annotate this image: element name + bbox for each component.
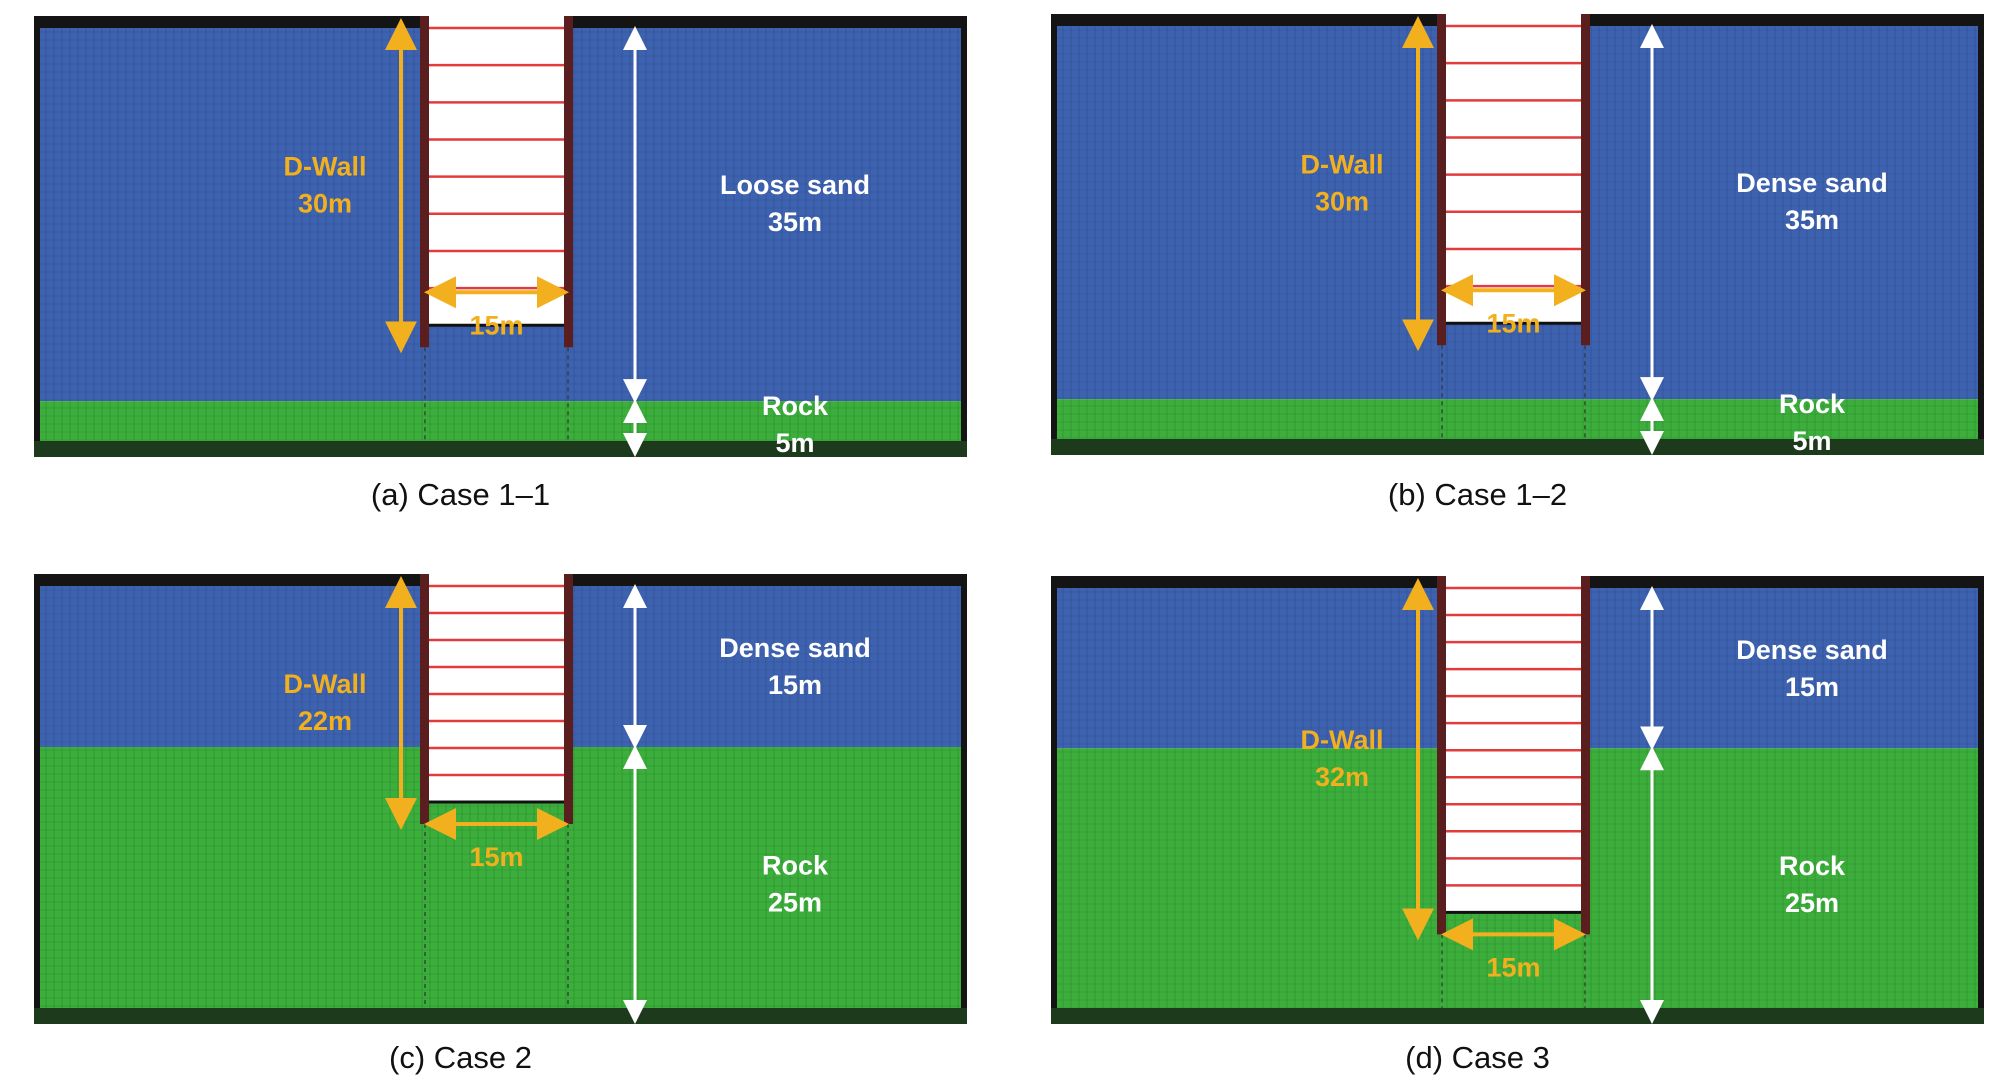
panel-caption: (a) Case 1–1 <box>371 477 550 512</box>
rock-layer-name: Rock <box>762 391 829 421</box>
right-d-wall <box>564 574 573 824</box>
right-d-wall <box>564 16 573 348</box>
panel-caption: (c) Case 2 <box>389 1040 532 1075</box>
bottom-boundary <box>34 1008 967 1024</box>
panel-caption: (d) Case 3 <box>1405 1040 1550 1075</box>
rock-layer-name: Rock <box>762 851 829 881</box>
bottom-boundary <box>1051 1008 1984 1024</box>
right-d-wall <box>1581 576 1590 935</box>
left-d-wall <box>1437 14 1446 346</box>
ground-surface-left <box>34 16 428 28</box>
bottom-boundary <box>1051 439 1984 455</box>
rock-layer-thickness: 5m <box>775 428 814 458</box>
excavation-width-label: 15m <box>1486 308 1540 338</box>
left-d-wall <box>1437 576 1446 935</box>
left-boundary <box>1051 580 1057 1022</box>
rock-layer-thickness: 25m <box>768 888 822 918</box>
excavation-width-label: 15m <box>469 310 523 340</box>
left-boundary <box>1051 18 1057 453</box>
upper-layer-thickness: 15m <box>768 670 822 700</box>
left-boundary <box>34 20 40 455</box>
d-wall-label: D-Wall <box>1301 725 1384 755</box>
excavation-area <box>1445 580 1582 913</box>
d-wall-length-label: 30m <box>298 189 352 219</box>
upper-layer-name: Dense sand <box>719 633 871 663</box>
bottom-boundary <box>34 441 967 457</box>
d-wall-length-label: 30m <box>1315 187 1369 217</box>
d-wall-label: D-Wall <box>284 669 367 699</box>
right-boundary <box>961 20 967 455</box>
right-boundary <box>1978 580 1984 1022</box>
rock-layer-thickness: 25m <box>1785 888 1839 918</box>
left-d-wall <box>420 16 429 348</box>
left-d-wall <box>420 574 429 824</box>
ground-surface-right <box>565 574 967 586</box>
right-boundary <box>1978 18 1984 453</box>
upper-layer-thickness: 35m <box>768 207 822 237</box>
upper-layer-name: Loose sand <box>720 170 870 200</box>
d-wall-length-label: 22m <box>298 706 352 736</box>
excavation-area <box>428 578 565 802</box>
rock-layer-name: Rock <box>1779 389 1846 419</box>
ground-surface-left <box>1051 14 1445 26</box>
excavation-area <box>428 20 565 326</box>
d-wall-label: D-Wall <box>284 152 367 182</box>
rock-layer-thickness: 5m <box>1792 426 1831 456</box>
upper-layer-name: Dense sand <box>1736 635 1888 665</box>
ground-surface-left <box>34 574 428 586</box>
d-wall-label: D-Wall <box>1301 150 1384 180</box>
excavation-area <box>1445 18 1582 324</box>
right-d-wall <box>1581 14 1590 346</box>
upper-layer-thickness: 35m <box>1785 205 1839 235</box>
excavation-width-label: 15m <box>1486 952 1540 982</box>
ground-surface-right <box>565 16 967 28</box>
ground-surface-right <box>1582 576 1984 588</box>
excavation-width-label: 15m <box>469 842 523 872</box>
ground-surface-right <box>1582 14 1984 26</box>
right-boundary <box>961 578 967 1022</box>
upper-layer-thickness: 15m <box>1785 672 1839 702</box>
upper-layer-name: Dense sand <box>1736 168 1888 198</box>
panel-caption: (b) Case 1–2 <box>1388 477 1567 512</box>
left-boundary <box>34 578 40 1022</box>
ground-surface-left <box>1051 576 1445 588</box>
rock-layer-name: Rock <box>1779 851 1846 881</box>
d-wall-length-label: 32m <box>1315 762 1369 792</box>
